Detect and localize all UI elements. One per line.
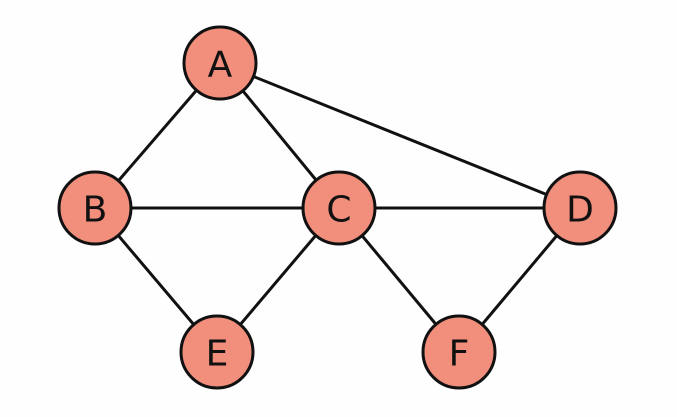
node-label: D	[566, 190, 594, 231]
node-circle	[301, 170, 377, 246]
node-b: B	[57, 170, 133, 246]
node-f: F	[421, 314, 497, 390]
node-label: C	[326, 190, 351, 231]
node-c: C	[301, 170, 377, 246]
node-circle	[57, 170, 133, 246]
node-a: A	[182, 25, 258, 101]
node-label: B	[83, 190, 108, 231]
node-label: E	[206, 334, 229, 375]
node-circle	[182, 25, 258, 101]
node-d: D	[542, 170, 618, 246]
node-label: F	[449, 334, 470, 375]
node-e: E	[179, 314, 255, 390]
node-circle	[421, 314, 497, 390]
node-layer: A B C D E F	[57, 25, 618, 390]
node-label: A	[208, 45, 233, 86]
node-circle	[179, 314, 255, 390]
node-circle	[542, 170, 618, 246]
edge-a-d	[218, 61, 582, 210]
